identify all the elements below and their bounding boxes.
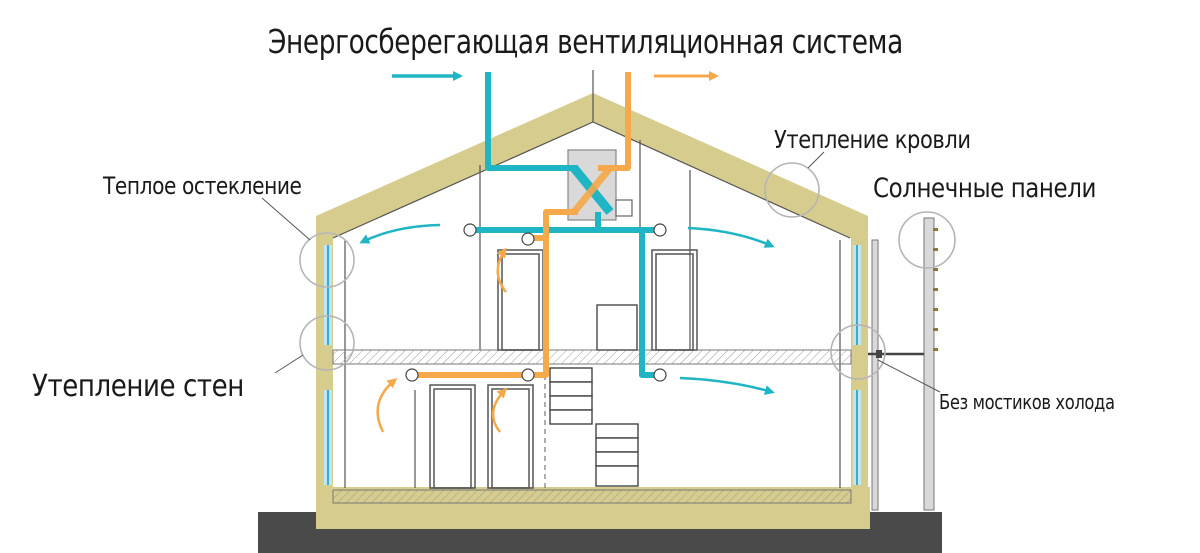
window-icon (324, 245, 861, 485)
label-roof-insulation: Утепление кровли (774, 125, 971, 154)
diagram-title: Энергосберегающая вентиляционная система (268, 22, 903, 61)
heat-recovery-unit-icon (567, 149, 633, 221)
air-vent-icon (405, 223, 667, 382)
leader-lines (261, 151, 941, 393)
fresh-air-arrow (359, 71, 775, 395)
label-solar-panels: Солнечные панели (873, 173, 1096, 204)
ground-floor-slab (332, 489, 852, 504)
exhaust-air-arrow (376, 71, 719, 433)
first-floor-slab (332, 349, 852, 365)
callout-circles (299, 162, 956, 380)
label-wall-insulation: Утепление стен (32, 369, 244, 404)
staircase (549, 367, 639, 487)
label-no-thermal-bridges: Без мостиков холода (939, 390, 1115, 414)
interior-outline (332, 70, 851, 488)
label-warm-glazing: Теплое остекление (103, 172, 302, 200)
solar-panel-icon (868, 217, 938, 511)
